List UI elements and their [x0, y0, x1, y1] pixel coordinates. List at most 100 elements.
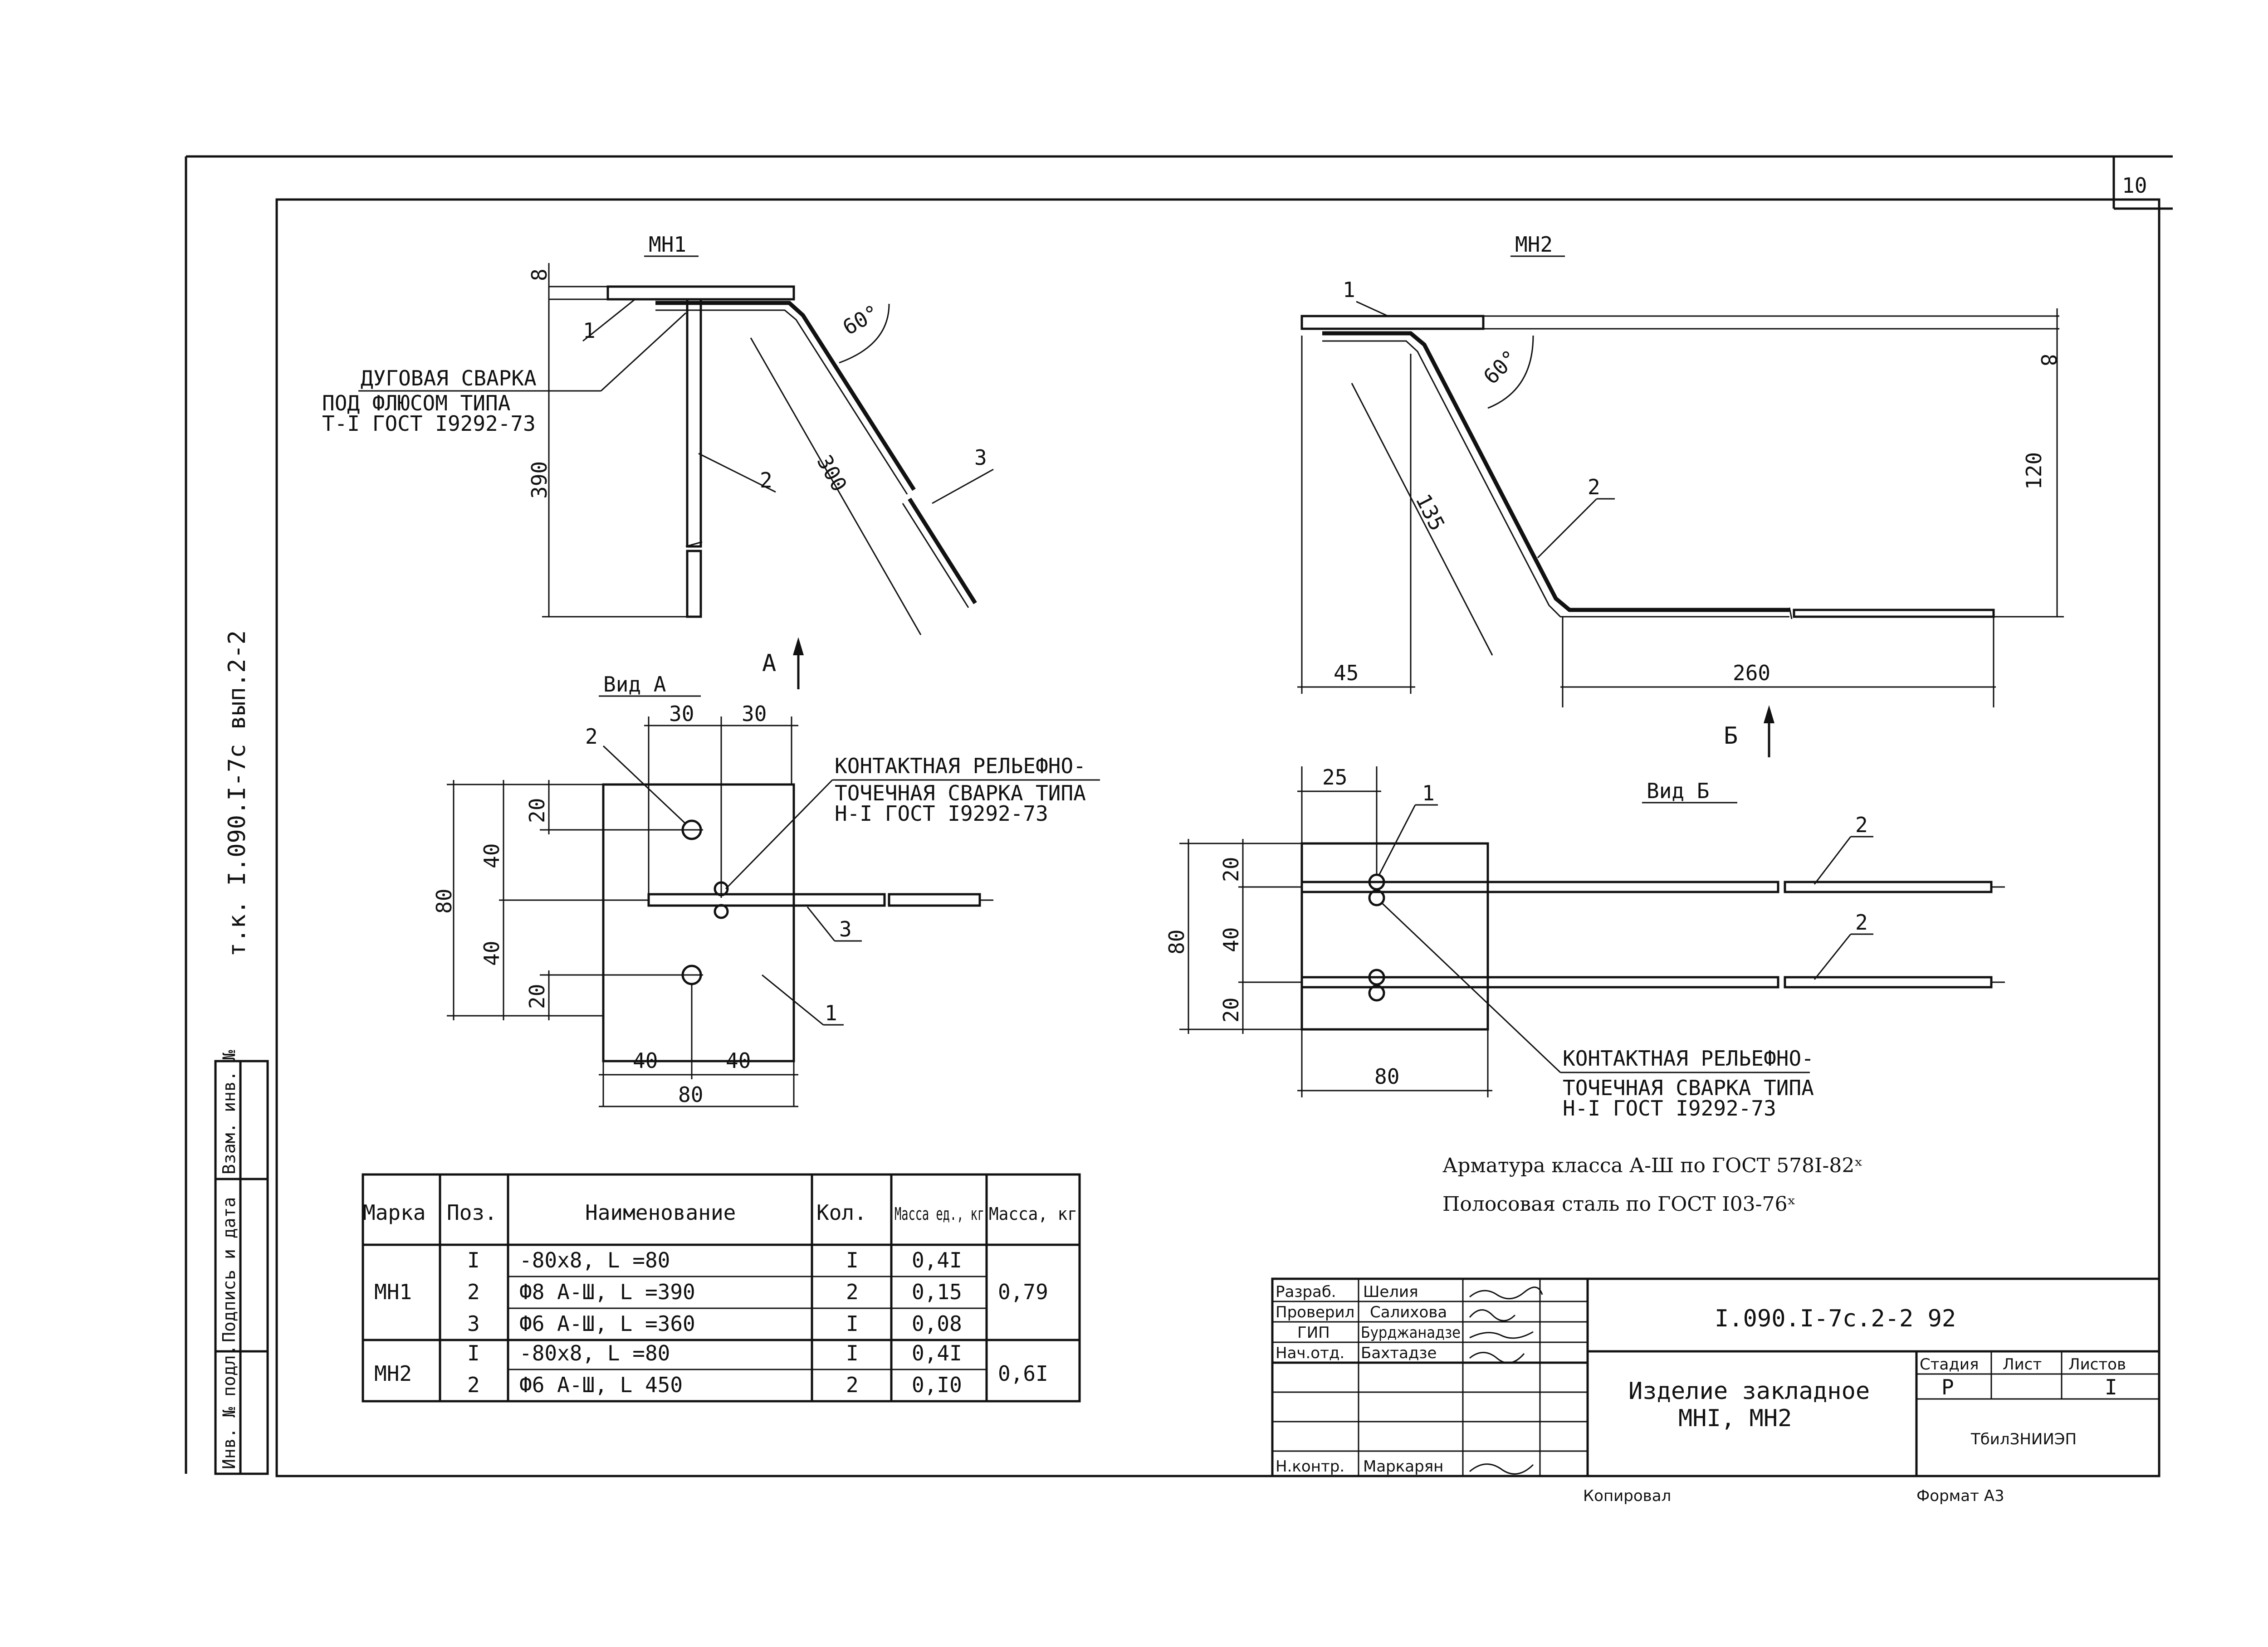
view-a-dim-total-b: 80: [678, 1082, 703, 1107]
tb-role-3: ГИП: [1297, 1324, 1330, 1342]
mn2-dim-horiz: 260: [1733, 661, 1770, 685]
mn2-dim-angle: 60°: [1479, 345, 1523, 389]
mn1-dim-angle: 60°: [839, 300, 884, 340]
spec-hdr-unit-mass: Масса ед., кг: [894, 1204, 984, 1224]
spec-r4-qty: I: [846, 1341, 859, 1365]
spec-hdr-pos: Поз.: [447, 1200, 497, 1225]
margin-col-replace: Взам. инв. №: [219, 1050, 239, 1174]
view-b-pos-2b: 2: [1855, 910, 1868, 935]
tb-product-title-1: Изделие закладное: [1628, 1378, 1870, 1405]
mn2-pos-2: 2: [1588, 475, 1600, 499]
spec-r4-mass: 0,4I: [912, 1341, 962, 1365]
mn1-weld-2: ПОД ФЛЮСОМ ТИПА: [322, 391, 510, 415]
spec-r1-pos: I: [467, 1248, 480, 1272]
view-a-dim-b1: 40: [633, 1048, 658, 1073]
tb-doc-code: I.090.I-7с.2-2 92: [1715, 1305, 1956, 1332]
view-b-title: Вид Б: [1647, 779, 1709, 803]
mn2-title: МН2: [1515, 232, 1553, 257]
spec-hdr-mark: Марка: [363, 1200, 425, 1225]
view-a-title: Вид А: [603, 672, 666, 697]
view-b-weld-2: ТОЧЕЧНАЯ СВАРКА ТИПА: [1563, 1076, 1814, 1100]
margin-col-inv: Инв. № подл.: [219, 1345, 239, 1469]
margin-col-sign: Подпись и дата: [219, 1197, 239, 1342]
spec-total-mn1: 0,79: [998, 1280, 1048, 1304]
note-strip-steel: Полосовая сталь по ГОСТ I03-76ˣ: [1442, 1193, 1796, 1216]
mn2-dim-diag: 135: [1411, 490, 1450, 535]
spec-hdr-qty: Кол.: [816, 1200, 867, 1225]
spec-mark-mn1: МН1: [374, 1280, 412, 1304]
view-b-dim-v2: 40: [1219, 927, 1243, 952]
spec-hdr-mass: Масса, кг: [989, 1204, 1077, 1224]
tb-role-2: Проверил: [1276, 1303, 1354, 1321]
view-a-weld-2: ТОЧЕЧНАЯ СВАРКА ТИПА: [835, 781, 1086, 805]
mn1-dim-plate: 8: [527, 268, 552, 281]
tb-sheets-hdr: Листов: [2068, 1355, 2126, 1374]
side-stamp: т.к. I.090.I-7с вып.2-2: [224, 630, 251, 957]
sheet-frame: 10: [185, 155, 2173, 1477]
spec-r5-mass: 0,I0: [912, 1373, 962, 1397]
tb-stage-hdr: Стадия: [1920, 1355, 1979, 1374]
view-a-dim-v1: 20: [525, 798, 549, 823]
tb-role-4: Нач.отд.: [1276, 1344, 1344, 1362]
view-b: Вид Б 25 80 20 40 20 80: [1164, 765, 2005, 1121]
spec-r1-name: -80х8, L =80: [519, 1248, 670, 1272]
spec-r4-pos: I: [467, 1341, 480, 1365]
view-a-pos-2: 2: [585, 724, 598, 749]
mn1-pos-2: 2: [760, 468, 772, 492]
view-a-dim-top1: 30: [669, 702, 694, 726]
mn2-dim-height: 120: [2022, 452, 2046, 490]
title-block: Разраб. Проверил ГИП Нач.отд. Н.контр. Ш…: [1271, 1277, 2160, 1477]
mn2-view: МН2 8 120 45 260 135 60° 1 2: [1297, 232, 2064, 757]
tb-sheet-hdr: Лист: [2003, 1355, 2042, 1374]
view-b-dim-v1: 20: [1219, 857, 1243, 882]
view-b-dim-top: 25: [1322, 765, 1347, 789]
spec-r2-mass: 0,15: [912, 1280, 962, 1304]
spec-r5-qty: 2: [846, 1373, 859, 1397]
mn2-view-arrow: Б: [1724, 722, 1738, 750]
tb-sheets: I: [2105, 1375, 2117, 1399]
footer-format: Формат А3: [1916, 1487, 2004, 1505]
note-rebar: Арматура класса А-Ш по ГОСТ 578I-82ˣ: [1442, 1154, 1863, 1177]
tb-org: ТбилЗНИИЭП: [1970, 1430, 2077, 1448]
view-a-weld-1: КОНТАКТНАЯ РЕЛЬЕФНО-: [835, 754, 1086, 778]
mn1-dim-barlen: 300: [812, 451, 852, 496]
tb-product-title-2: МНI, МН2: [1678, 1405, 1792, 1432]
tb-stage: Р: [1941, 1375, 1954, 1399]
mn1-pos-3: 3: [974, 445, 987, 470]
spec-r1-mass: 0,4I: [912, 1248, 962, 1272]
view-a-pos-1: 1: [825, 1001, 837, 1025]
view-a-pos-3: 3: [839, 917, 852, 941]
spec-r2-qty: 2: [846, 1280, 859, 1304]
tb-role-5: Н.контр.: [1276, 1457, 1344, 1476]
view-b-dim-total-v: 80: [1164, 930, 1189, 955]
mn1-dim-height: 390: [527, 461, 552, 499]
mn1-weld-1: ДУГОВАЯ СВАРКА: [361, 366, 537, 390]
spec-r5-pos: 2: [467, 1373, 480, 1397]
view-b-pos-1: 1: [1422, 781, 1435, 805]
view-a-dim-v3: 40: [479, 941, 504, 966]
view-a-weld-3: Н-I ГОСТ I9292-73: [835, 801, 1048, 826]
view-a-dim-top2: 30: [742, 702, 767, 726]
tb-role-1: Разраб.: [1276, 1283, 1336, 1301]
spec-r1-qty: I: [846, 1248, 859, 1272]
view-b-weld-3: Н-I ГОСТ I9292-73: [1563, 1096, 1776, 1121]
footer-copied: Копировал: [1583, 1487, 1671, 1505]
tb-name-2: Салихова: [1370, 1303, 1447, 1321]
mn2-dim-left: 45: [1334, 661, 1359, 685]
mn2-pos-1: 1: [1343, 278, 1355, 302]
spec-r5-name: Ф6 А-Ш, L 450: [519, 1373, 683, 1397]
tb-name-4: Бахтадзе: [1361, 1344, 1437, 1362]
spec-r3-name: Ф6 А-Ш, L =360: [519, 1311, 695, 1336]
view-b-pos-2a: 2: [1855, 813, 1868, 837]
view-a-dim-b2: 40: [726, 1048, 751, 1073]
spec-hdr-name: Наименование: [585, 1200, 736, 1225]
spec-table: Марка Поз. Наименование Кол. Масса ед., …: [362, 1173, 1081, 1403]
tb-name-5: Маркарян: [1363, 1457, 1443, 1476]
mn1-view-arrow: А: [762, 650, 776, 677]
mn1-pos-1: 1: [583, 318, 596, 343]
view-b-dim-bottom: 80: [1374, 1064, 1399, 1089]
mn2-dim-plate: 8: [2036, 354, 2061, 366]
view-b-weld-1: КОНТАКТНАЯ РЕЛЬЕФНО-: [1563, 1046, 1814, 1071]
spec-r3-pos: 3: [467, 1311, 480, 1336]
